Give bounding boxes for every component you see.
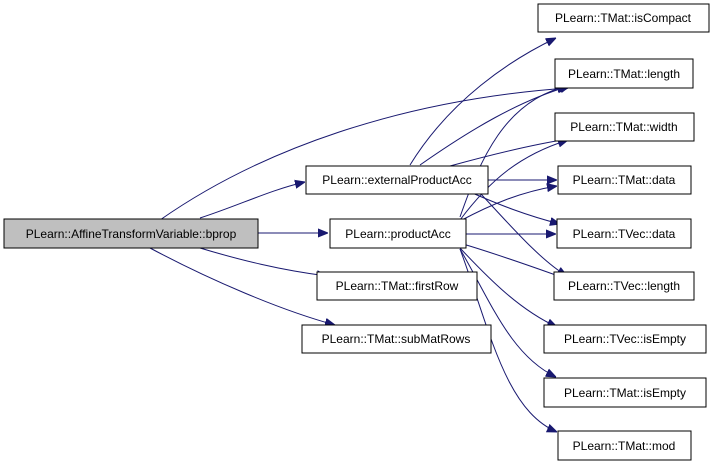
node-tmat-length[interactable]: PLearn::TMat::length [554, 58, 694, 89]
node-root[interactable]: PLearn::AffineTransformVariable::bprop [3, 218, 259, 249]
node-productacc-label: PLearn::productAcc [345, 227, 450, 241]
node-tmat-data[interactable]: PLearn::TMat::data [557, 165, 692, 195]
node-tvec-isempty-box [543, 324, 707, 354]
node-externalproductacc-label: PLearn::externalProductAcc [322, 173, 471, 187]
edge-root-to-length [159, 88, 568, 221]
node-iscompact-box [537, 3, 710, 33]
edge-root-to-firstrow [199, 247, 327, 276]
node-submatrows-box [301, 324, 492, 354]
node-firstrow-box [316, 271, 478, 301]
edge-ext-to-length [419, 86, 570, 166]
node-tmat-isempty-box [543, 377, 707, 408]
edge-root-to-submatrows [149, 247, 335, 325]
node-tvec-data-box [556, 218, 692, 249]
node-tmat-mod-label: PLearn::TMat::mod [573, 439, 676, 453]
node-tvec-length-label: PLearn::TVec::length [568, 279, 680, 293]
edges-root [149, 88, 568, 325]
node-tvec-length[interactable]: PLearn::TVec::length [553, 271, 695, 301]
node-productacc-box [329, 218, 467, 249]
node-submatrows[interactable]: PLearn::TMat::subMatRows [301, 324, 492, 354]
node-submatrows-label: PLearn::TMat::subMatRows [322, 332, 471, 346]
node-root-label: PLearn::AffineTransformVariable::bprop [26, 227, 237, 241]
node-tmat-mod[interactable]: PLearn::TMat::mod [557, 430, 692, 461]
edge-ext-to-iscompact [409, 38, 556, 166]
edge-ext-to-width [449, 139, 568, 167]
node-tvec-isempty-label: PLearn::TVec::isEmpty [564, 332, 686, 346]
node-tvec-data[interactable]: PLearn::TVec::data [556, 218, 692, 249]
node-productacc[interactable]: PLearn::productAcc [329, 218, 467, 249]
node-tmat-width[interactable]: PLearn::TMat::width [554, 112, 695, 142]
edge-prod-to-width [459, 140, 568, 221]
edge-prod-to-tvec-length [462, 243, 567, 279]
node-externalproductacc-box [305, 165, 489, 195]
edge-ext-to-tvec-length [479, 192, 567, 276]
node-tmat-isempty[interactable]: PLearn::TMat::isEmpty [543, 377, 707, 408]
edge-prod-to-length [459, 86, 568, 218]
edge-ext-to-tvec-data [469, 191, 560, 224]
node-tmat-data-label: PLearn::TMat::data [573, 173, 676, 187]
node-iscompact[interactable]: PLearn::TMat::isCompact [537, 3, 710, 33]
node-root-box [3, 218, 259, 249]
node-tmat-mod-box [557, 430, 692, 461]
edges-externalproductacc [409, 38, 570, 276]
edge-prod-to-tmat-isempty [459, 248, 556, 377]
node-externalproductacc[interactable]: PLearn::externalProductAcc [305, 165, 489, 195]
edge-root-to-externalproductacc [199, 182, 305, 219]
node-iscompact-label: PLearn::TMat::isCompact [555, 11, 692, 25]
node-tvec-length-box [553, 271, 695, 301]
node-firstrow-label: PLearn::TMat::firstRow [336, 279, 459, 293]
node-tmat-width-box [554, 112, 695, 142]
node-firstrow[interactable]: PLearn::TMat::firstRow [316, 271, 478, 301]
node-tvec-data-label: PLearn::TVec::data [573, 227, 676, 241]
node-tvec-isempty[interactable]: PLearn::TVec::isEmpty [543, 324, 707, 354]
node-tmat-length-label: PLearn::TMat::length [568, 67, 680, 81]
node-tmat-data-box [557, 165, 692, 195]
edge-prod-to-tmat-data [459, 186, 557, 222]
node-tmat-length-box [554, 58, 694, 89]
node-tmat-isempty-label: PLearn::TMat::isEmpty [564, 386, 686, 400]
edge-prod-to-tvec-isempty [459, 247, 557, 327]
node-tmat-width-label: PLearn::TMat::width [570, 120, 677, 134]
